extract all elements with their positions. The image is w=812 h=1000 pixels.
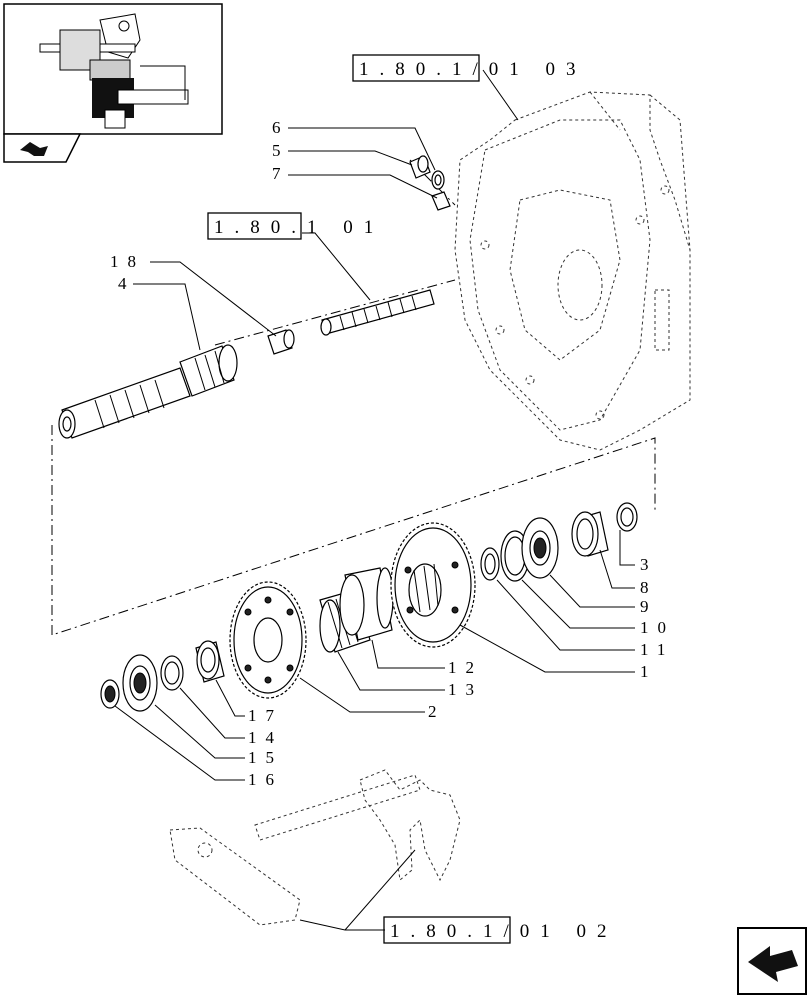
part-17-bearing-cup	[195, 640, 225, 683]
callout-6: 6	[272, 118, 290, 137]
callout-2: 2	[428, 702, 446, 721]
svg-text:1.80.1 01: 1.80.1 01	[214, 217, 384, 238]
part-7-plug	[431, 191, 451, 211]
part-1-gear	[390, 522, 476, 648]
assembly-thumbnail[interactable]	[3, 3, 223, 163]
gearbox-housing	[454, 91, 691, 451]
callout-18: 18	[110, 252, 145, 271]
selector-fork	[169, 769, 461, 926]
callout-7: 7	[272, 164, 290, 183]
callout-10: 10	[640, 618, 675, 637]
callout-labels: 6 5 7 18 4 3 8 9 10 11 1 12 13 2 17 14 1…	[110, 118, 675, 789]
callout-13: 13	[448, 680, 483, 699]
ref-bottom[interactable]: 1.80.1/01 02	[383, 916, 618, 944]
assembly-axis-lines	[51, 159, 656, 636]
callout-16: 16	[248, 770, 283, 789]
part-3-shim	[616, 502, 638, 532]
part-11-snap-ring	[480, 547, 500, 581]
callout-4: 4	[118, 274, 136, 293]
back-arrow-icon	[20, 142, 48, 156]
ref-top-rest: /01 03	[473, 59, 587, 80]
ref-bottom-rest: /01 02	[504, 921, 618, 942]
part-4-main-shaft	[58, 344, 238, 439]
part-5-screw	[409, 155, 431, 179]
ref-middle-boxed: 1.80	[214, 217, 291, 238]
navigate-arrow-icon[interactable]	[737, 927, 807, 995]
part-8-bearing-cup	[571, 511, 609, 557]
callout-9: 9	[640, 597, 658, 616]
part-6-washer	[431, 170, 445, 190]
svg-text:1.80.1/01 02: 1.80.1/01 02	[390, 921, 618, 942]
part-12-hub	[339, 567, 394, 641]
assembly-thumbnail-icon	[39, 13, 189, 129]
ref-top[interactable]: 1.80.1/01 03	[352, 54, 587, 82]
part-2-gear	[229, 581, 307, 699]
ref-bottom-boxed: 1.80.1	[390, 921, 504, 942]
ref-top-boxed: 1.80.1	[359, 59, 473, 80]
part-18-bushing	[267, 329, 295, 355]
part-16-nut	[100, 679, 120, 709]
callout-15: 15	[248, 748, 283, 767]
leader-lines	[114, 69, 635, 931]
callout-17: 17	[248, 706, 283, 725]
part-9-bearing	[521, 517, 559, 579]
callout-1: 1	[640, 662, 658, 681]
ref-middle[interactable]: 1.80.1 01	[207, 212, 384, 240]
callout-12: 12	[448, 658, 483, 677]
callout-11: 11	[640, 640, 674, 659]
svg-text:1.80.1/01 03: 1.80.1/01 03	[359, 59, 587, 80]
callout-14: 14	[248, 728, 283, 747]
part-1-01-shaft	[320, 289, 435, 336]
part-15-shim	[160, 655, 184, 691]
callout-8: 8	[640, 578, 658, 597]
ref-middle-rest: .1 01	[291, 217, 384, 238]
part-14-bearing	[122, 654, 158, 712]
callout-5: 5	[272, 141, 290, 160]
callout-3: 3	[640, 555, 658, 574]
